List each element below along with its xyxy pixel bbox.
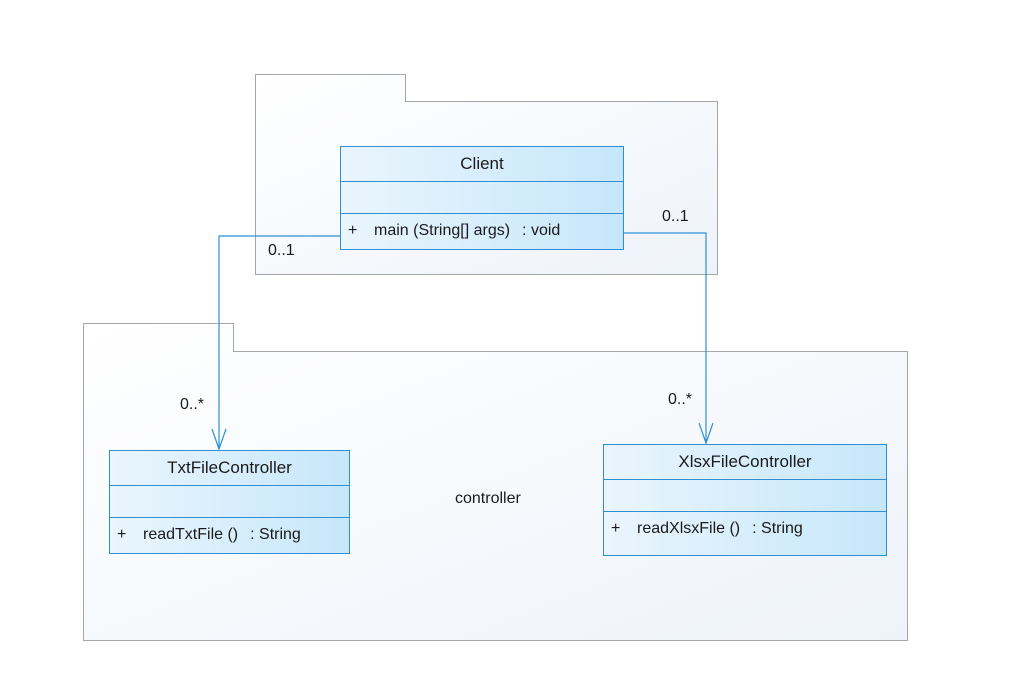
operation-return-type: : void: [522, 222, 561, 239]
multiplicity-label-xlsx: 0..*: [668, 391, 693, 408]
attributes-compartment: [110, 486, 349, 518]
attributes-compartment: [341, 182, 623, 214]
operation-row: + readXlsxFile () : String: [604, 512, 886, 546]
association-client-xlsxfilecontroller[interactable]: [623, 232, 707, 443]
class-client[interactable]: Client + main (String[] args) : void: [340, 146, 624, 250]
association-client-txtfilecontroller[interactable]: [218, 235, 340, 449]
controller-package[interactable]: [83, 323, 908, 641]
operation-signature: readXlsxFile (): [637, 520, 741, 537]
operation-return-type: : String: [250, 526, 301, 543]
operation-signature: main (String[] args): [374, 222, 511, 239]
multiplicity-label-client-txt: 0..1: [268, 242, 295, 259]
operation-row: + main (String[] args) : void: [341, 214, 623, 248]
operation-signature: readTxtFile (): [143, 526, 239, 543]
visibility-public: +: [611, 520, 621, 537]
class-name: Client: [341, 147, 623, 182]
class-xlsxfilecontroller[interactable]: XlsxFileController + readXlsxFile () : Str…: [603, 444, 887, 556]
class-name: XlsxFileController: [604, 445, 886, 480]
visibility-public: +: [348, 222, 358, 239]
visibility-public: +: [117, 526, 127, 543]
multiplicity-label-client-xlsx: 0..1: [662, 208, 689, 225]
class-txtfilecontroller[interactable]: TxtFileController + readTxtFile () : Strin…: [109, 450, 350, 554]
navigability-arrowhead-txt: [211, 428, 227, 451]
navigability-arrowhead-xlsx: [698, 422, 714, 445]
operation-row: + readTxtFile () : String: [110, 518, 349, 552]
attributes-compartment: [604, 480, 886, 512]
package-name-controller: controller: [455, 490, 521, 507]
multiplicity-label-txt: 0..*: [180, 396, 205, 413]
class-name: TxtFileController: [110, 451, 349, 486]
operation-return-type: : String: [752, 520, 803, 537]
